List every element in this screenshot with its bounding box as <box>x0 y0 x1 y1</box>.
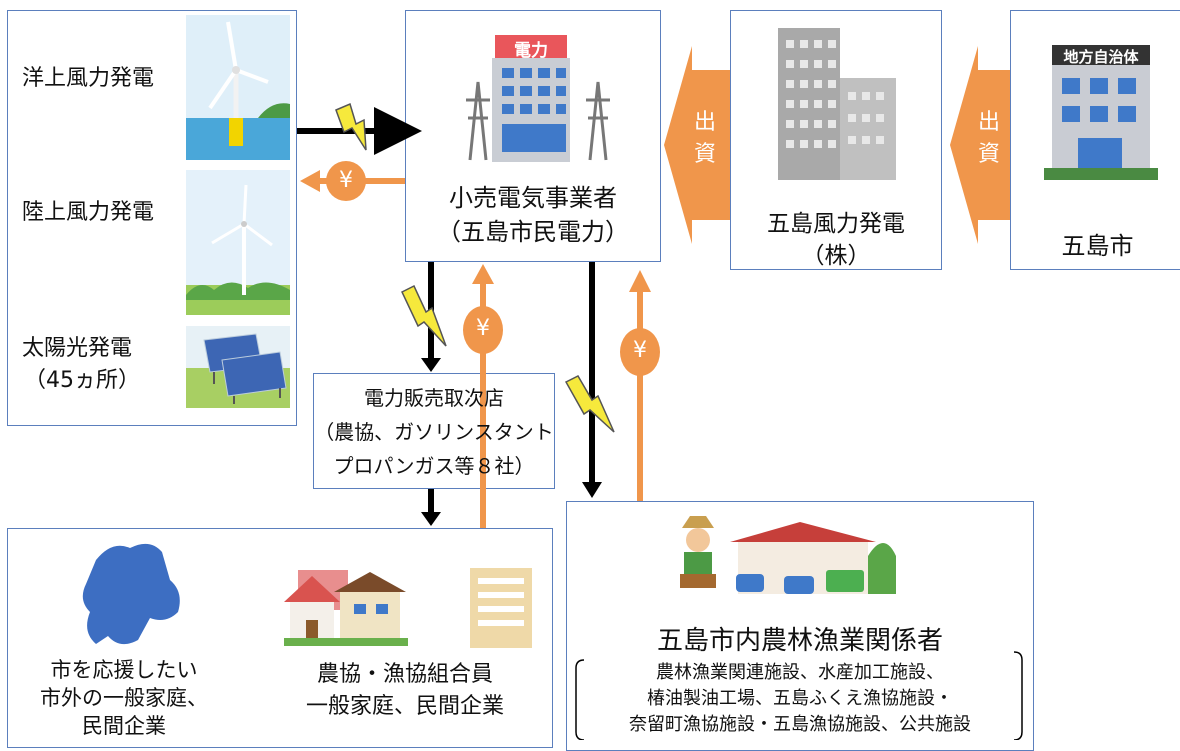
agri-line1: 農林漁業関連施設、水産加工施設、 <box>656 662 944 683</box>
agency-line3: プロパンガス等８社） <box>333 454 535 478</box>
lightning-icons <box>335 102 615 433</box>
city-name: 五島市 <box>1061 232 1134 260</box>
yen-label-customers: ¥ <box>476 316 490 341</box>
agri-bracket-left <box>575 659 585 740</box>
solar-label: 太陽光発電 <box>22 336 133 361</box>
goto-islands-map-icon <box>82 543 180 645</box>
investment-label-2-char1: 出 <box>978 110 1001 135</box>
solar-picture <box>186 326 290 408</box>
agency-line1: 電力販売取次店 <box>364 386 504 410</box>
agency-line2: （農協、ガソリンスタント <box>314 420 554 444</box>
investment-label-2-char2: 資 <box>978 142 1001 167</box>
apartment-picture <box>470 568 532 648</box>
agri-facility-picture <box>680 516 896 594</box>
city-hall-building-picture <box>1044 45 1158 180</box>
agri-line3: 奈留町漁協施設・五島漁協施設、公共施設 <box>629 714 971 735</box>
retailer-building-picture <box>466 35 610 162</box>
solar-sites-label: （45ヵ所） <box>24 368 140 393</box>
onshore-wind-label: 陸上風力発電 <box>22 200 155 225</box>
offshore-wind-picture <box>186 15 290 160</box>
investment-label-1-char2: 資 <box>694 142 717 167</box>
outside-supporters-line1: 市を応援したい <box>50 658 198 682</box>
retailer-company: （五島市民電力） <box>437 218 629 246</box>
wind-company-line1: 五島風力発電 <box>767 211 905 237</box>
outside-supporters-line2: 市外の一般家庭、 <box>40 686 208 710</box>
members-line1: 農協・漁協組合員 <box>316 662 493 687</box>
wind-company-line2: （株） <box>801 243 871 269</box>
yen-label-generation: ¥ <box>339 168 353 193</box>
investment-arrows <box>664 46 1010 244</box>
members-line2: 一般家庭、民間企業 <box>305 694 504 719</box>
agri-title: 五島市内農林漁業関係者 <box>656 626 943 656</box>
offshore-wind-label: 洋上風力発電 <box>22 66 155 91</box>
retailer-sign: 電力 <box>514 41 548 61</box>
agri-line2: 椿油製油工場、五島ふくえ漁協施設・ <box>647 688 953 709</box>
yen-label-agri: ¥ <box>633 338 647 363</box>
outside-supporters-line3: 民間企業 <box>82 714 166 738</box>
agency-box <box>313 373 555 489</box>
investment-label-1-char1: 出 <box>694 110 717 135</box>
onshore-wind-picture <box>186 170 290 315</box>
agri-bracket-right <box>1013 651 1023 740</box>
wind-company-building-picture <box>778 28 896 180</box>
city-sign: 地方自治体 <box>1063 48 1139 66</box>
retailer-name: 小売電気事業者 <box>449 184 617 212</box>
houses-picture <box>284 570 408 646</box>
